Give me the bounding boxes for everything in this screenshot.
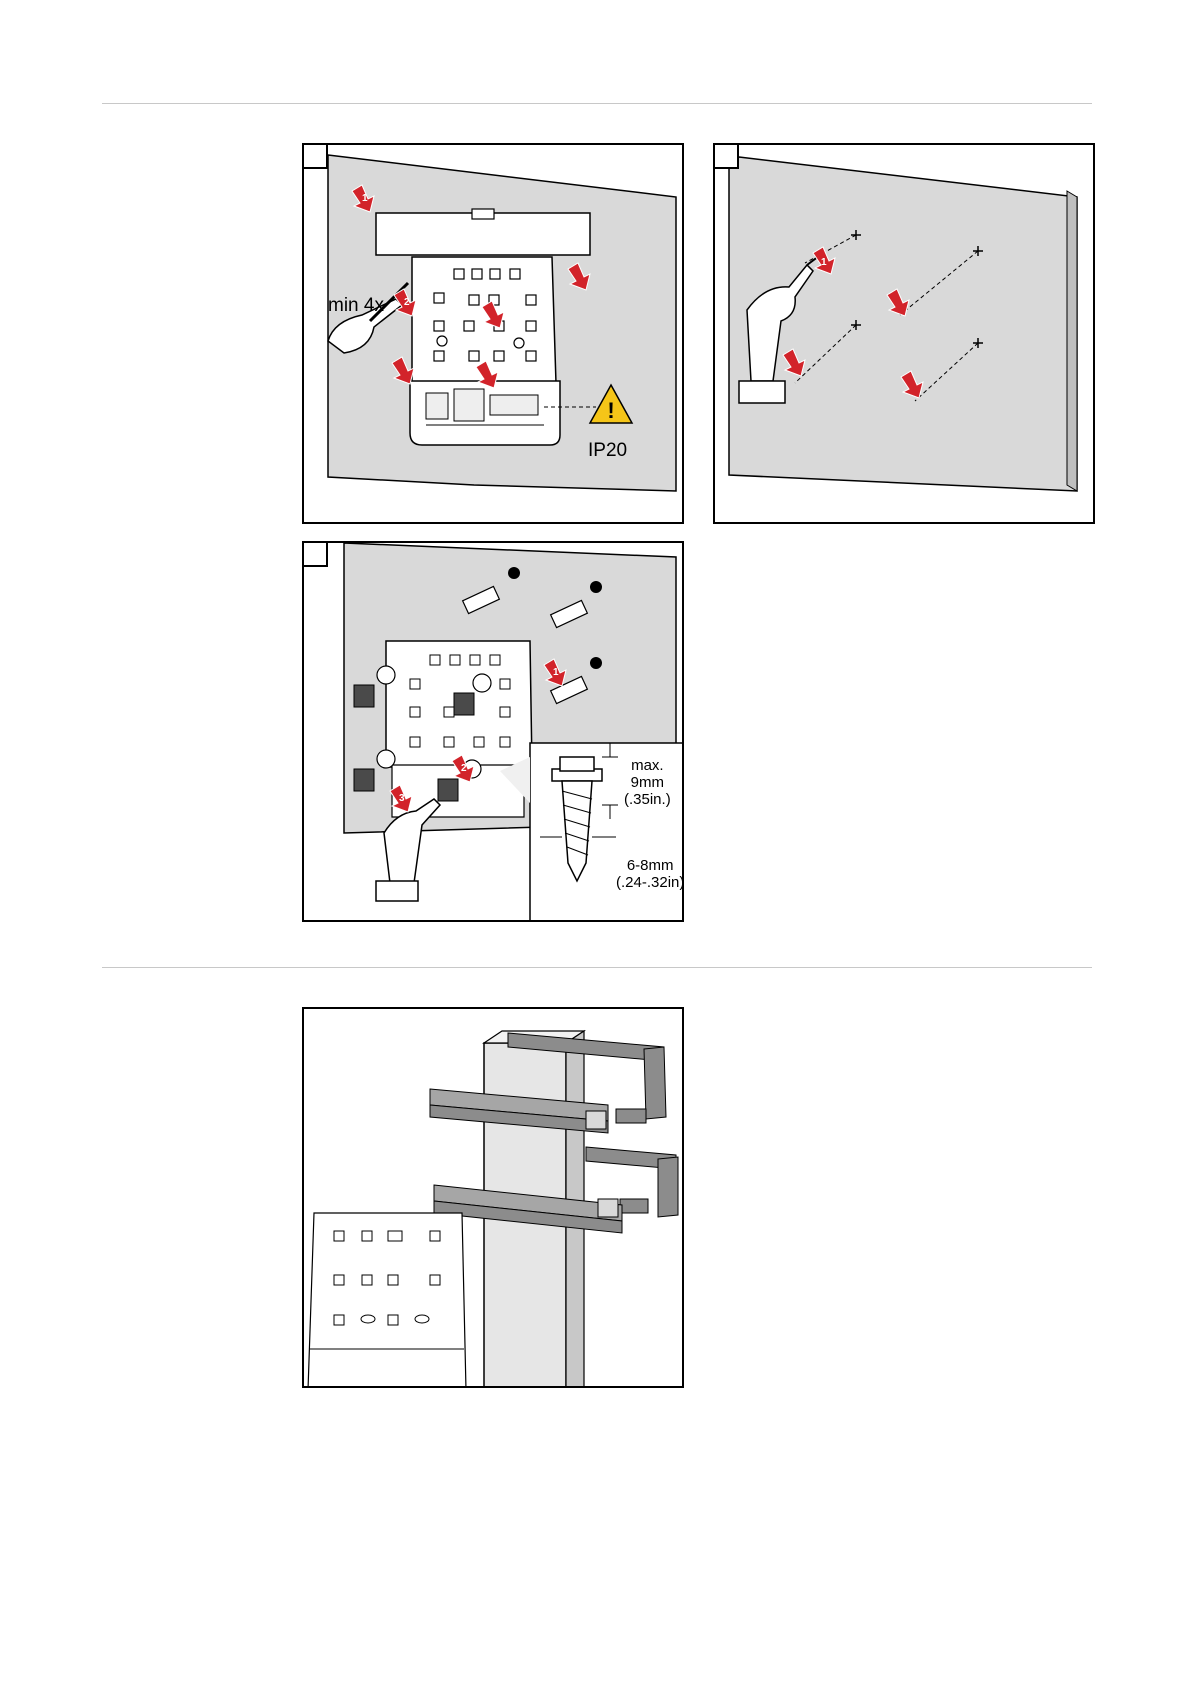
step-arrow-number: 1 <box>362 193 368 204</box>
step-number-box <box>715 145 739 169</box>
illustration-pole-profiles <box>304 1009 684 1388</box>
screw-diameter-line: (.24-.32in) <box>616 874 684 891</box>
figure-pole-mounting <box>302 1007 684 1388</box>
illustration-drilling <box>715 145 1095 524</box>
screw-length-text: max. 9mm (.35in.) <box>624 757 671 808</box>
screw-diameter-text: 6-8mm (.24-.32in) <box>616 857 684 891</box>
illustration-wall-bracket: ! <box>304 145 684 524</box>
step-arrow-number: 1 <box>553 667 559 678</box>
screw-length-line: (.35in.) <box>624 791 671 808</box>
screw-diameter-line: 6-8mm <box>616 857 684 874</box>
figure-drill-holes: 1 <box>713 143 1095 524</box>
step-arrow-number: 2 <box>404 297 410 308</box>
step-arrow-number: 2 <box>461 763 467 774</box>
figure-fasten-bracket: max. 9mm (.35in.) 6-8mm (.24-.32in) 1 2 … <box>302 541 684 922</box>
step-number-box <box>304 145 328 169</box>
step-arrow-number: 3 <box>399 793 405 804</box>
screw-length-line: 9mm <box>624 774 671 791</box>
screw-length-line: max. <box>624 757 671 774</box>
ip20-label: IP20 <box>588 440 627 462</box>
section-divider-middle <box>102 967 1092 968</box>
figure-mark-holes: ! min 4x IP20 1 2 <box>302 143 684 524</box>
step-arrow-number: 1 <box>821 257 827 268</box>
step-number-box <box>304 543 328 567</box>
svg-text:!: ! <box>607 398 614 423</box>
section-divider-top <box>102 103 1092 104</box>
min-count-label: min 4x <box>328 295 384 317</box>
